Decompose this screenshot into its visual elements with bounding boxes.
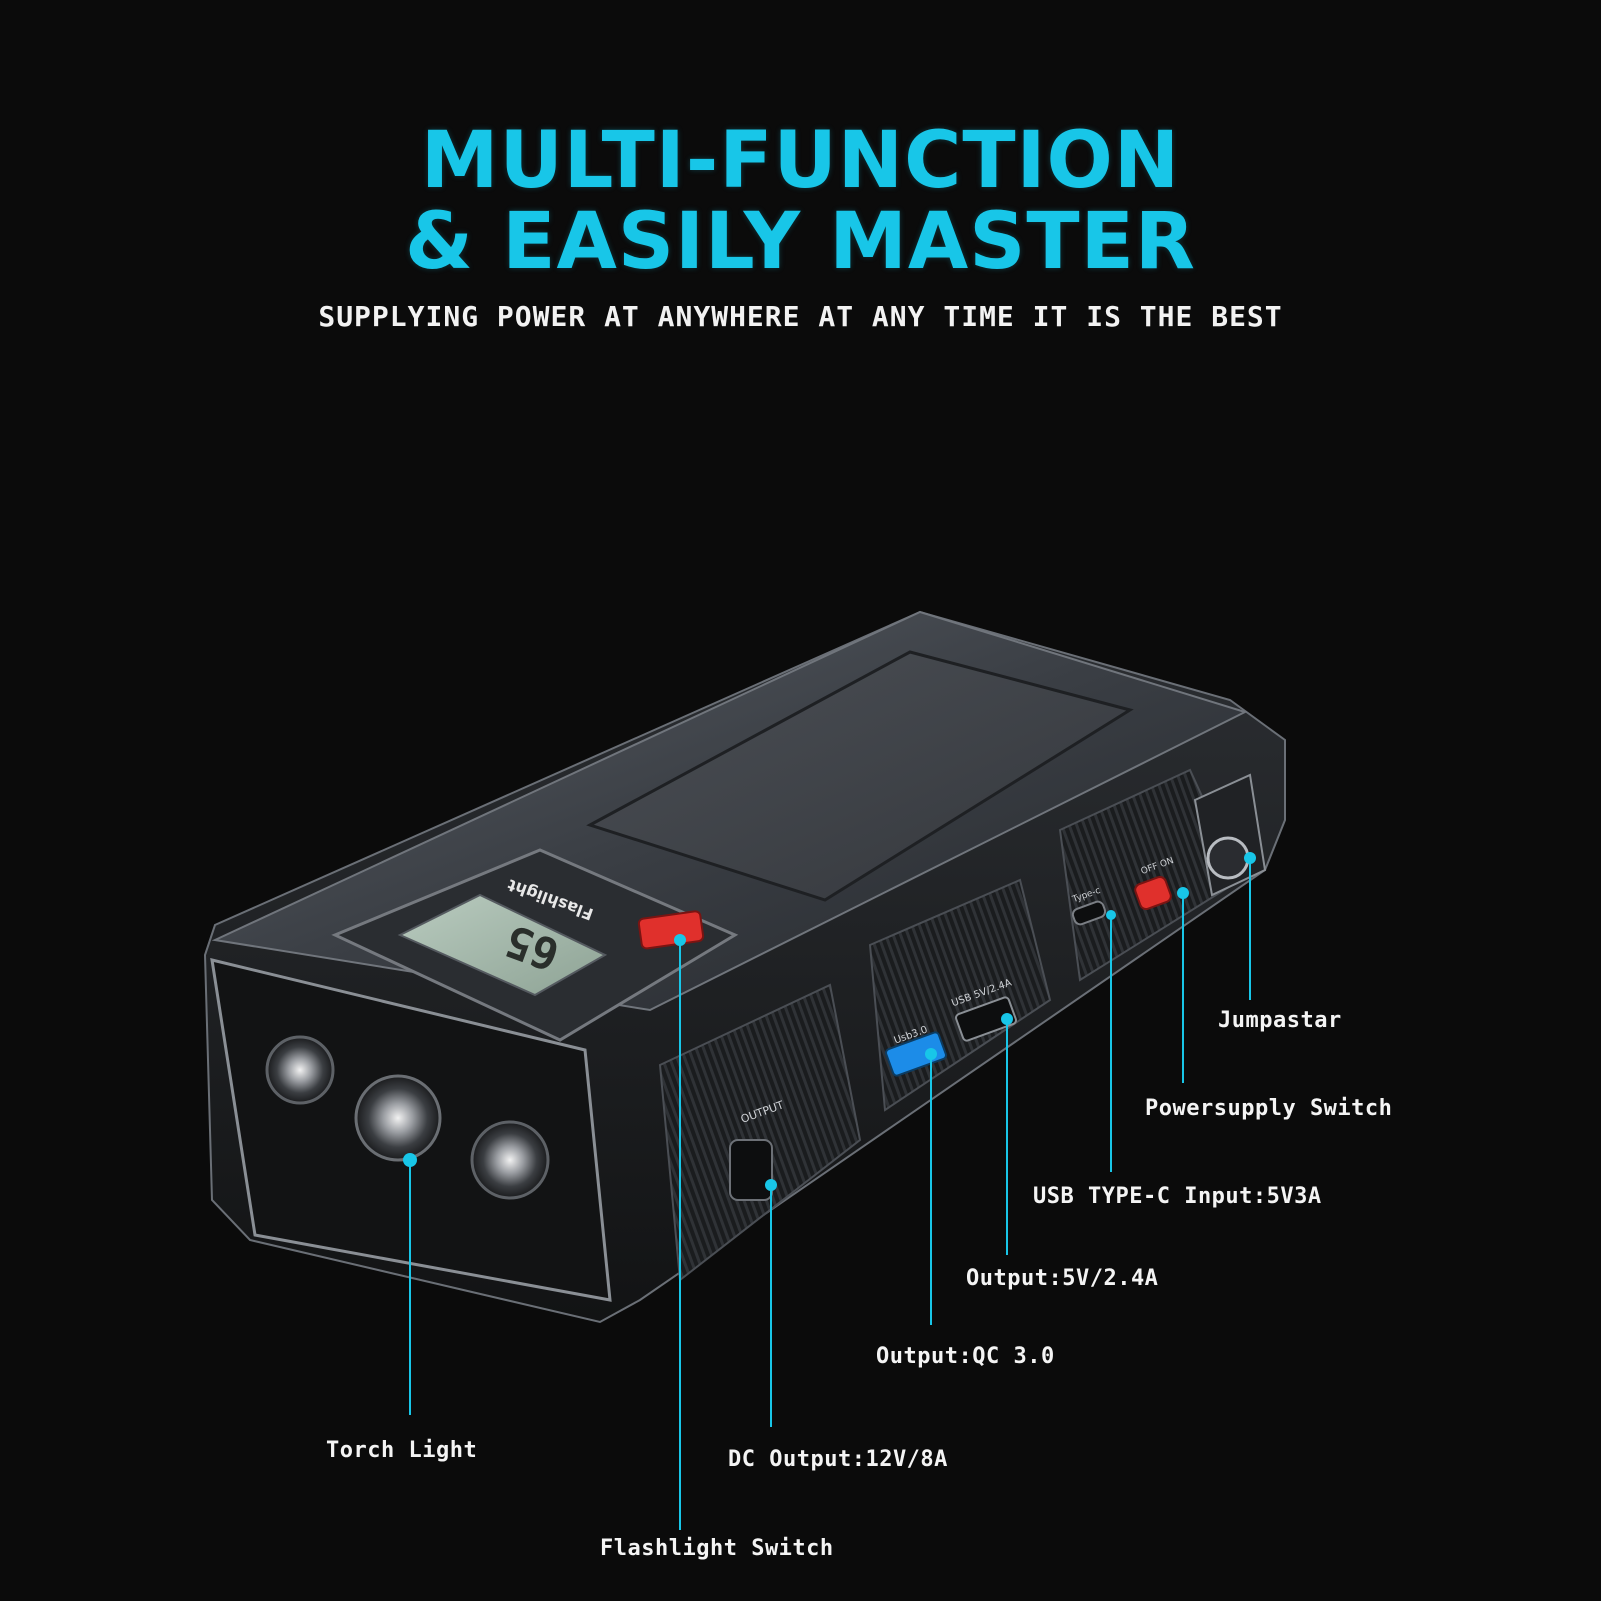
callout-dot-power <box>1177 887 1189 899</box>
callout-dot-jumpstart <box>1244 852 1256 864</box>
typec-port <box>1071 900 1107 926</box>
callout-jumpstart: Jumpastar <box>1218 1008 1342 1033</box>
device-top-pad <box>586 650 1134 902</box>
dc-output-port <box>729 1139 773 1201</box>
callout-dot-dc <box>765 1179 777 1191</box>
torch-led-2 <box>354 1074 442 1162</box>
usb-port <box>955 996 1017 1042</box>
jumpstart-button <box>1206 836 1250 880</box>
headline-line-2: & EASILY MASTER <box>405 197 1196 287</box>
callout-torch-light: Torch Light <box>326 1438 478 1463</box>
flashlight-switch-button <box>637 910 705 950</box>
callout-dc-output: DC Output:12V/8A <box>728 1447 948 1472</box>
torch-led-3 <box>470 1120 550 1200</box>
qc-port <box>885 1031 947 1077</box>
callout-qc-output: Output:QC 3.0 <box>876 1344 1055 1369</box>
power-switch <box>1134 876 1172 910</box>
callout-dot-qc <box>925 1048 937 1060</box>
callout-dot-torch <box>403 1153 417 1167</box>
callout-dot-typec <box>1106 910 1116 920</box>
lcd-screen <box>397 893 608 997</box>
callout-usb-output: Output:5V/2.4A <box>966 1266 1159 1291</box>
callout-typec: USB TYPE-C Input:5V3A <box>1033 1184 1322 1209</box>
headline-line-1: MULTI-FUNCTION <box>420 116 1181 206</box>
dc-port-module <box>658 983 862 1282</box>
callout-dot-flash <box>674 934 686 946</box>
tagline: SUPPLYING POWER AT ANYWHERE AT ANY TIME … <box>318 300 1283 333</box>
callout-power-switch: Powersupply Switch <box>1145 1096 1393 1121</box>
callout-dot-usb <box>1001 1013 1013 1025</box>
callout-flashlight-switch: Flashlight Switch <box>600 1536 834 1561</box>
torch-led-1 <box>265 1035 335 1105</box>
